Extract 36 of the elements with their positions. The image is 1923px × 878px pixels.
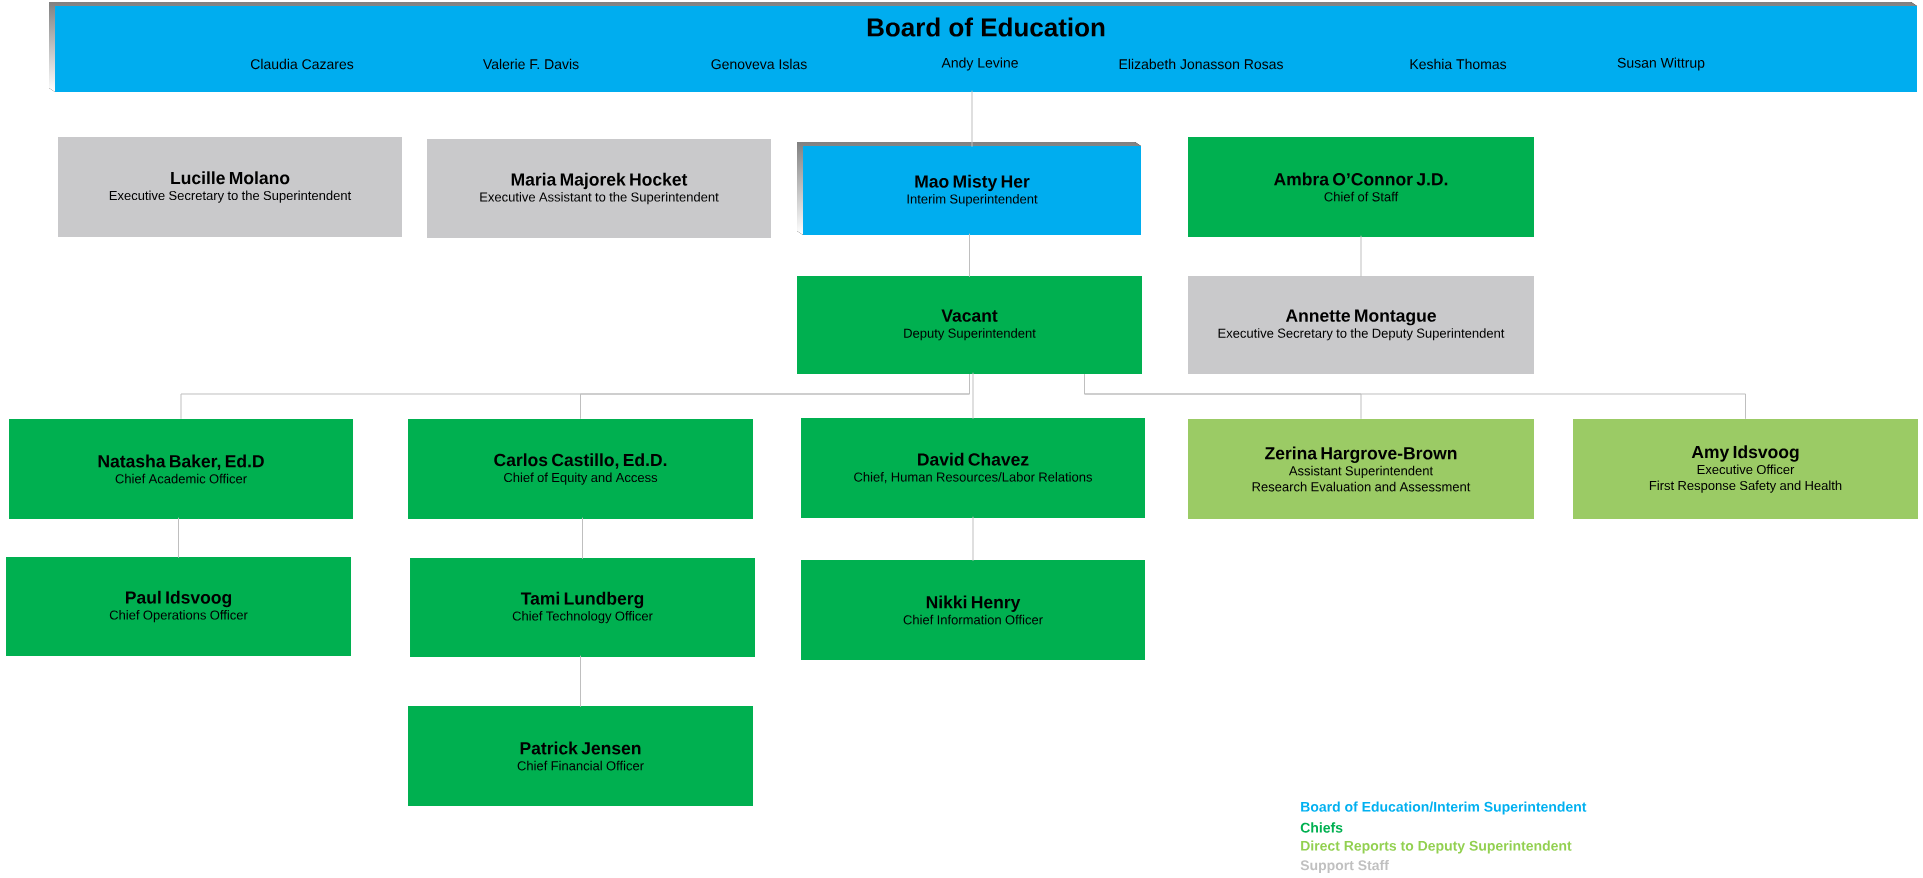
connector-line xyxy=(972,516,974,562)
chief-box: Ambra O’Connor J.D. Chief of Staff xyxy=(1188,137,1534,237)
staff-box: Maria Majorek Hocket Executive Assistant to the Superintendent xyxy=(427,139,771,238)
chief-box: Natasha Baker, Ed.D Chief Academic Officer xyxy=(9,419,353,519)
staff-box: Lucille Molano Executive Secretary to the Superintendent xyxy=(58,137,402,237)
legend-entry: Chiefs xyxy=(1300,822,1343,833)
member-name: Valerie F. Davis xyxy=(482,58,579,70)
legend-entry: Support Staff xyxy=(1300,859,1389,873)
legend-entry: Board of Education/Interim Superintendent xyxy=(1301,801,1587,815)
connector-line xyxy=(969,233,970,278)
superintendent-box: Mao Misty Her Interim Superintendent xyxy=(803,146,1141,235)
staff-box: Annette Montague Executive Secretary to the Deputy Superintendent xyxy=(1188,276,1534,374)
member-name: Claudia Cazares xyxy=(250,58,354,70)
member-name: Elizabeth Jonasson Rosas xyxy=(1119,58,1283,70)
chief-box: Nikki Henry Chief Information Officer xyxy=(801,560,1145,660)
chief-box: Tami Lundberg Chief Technology Officer xyxy=(410,558,755,657)
chief-box: Paul Idsvoog Chief Operations Officer xyxy=(6,557,351,656)
connector-line xyxy=(582,517,583,560)
connector-line xyxy=(1084,373,1746,420)
member-name: Andy Levine xyxy=(941,57,1018,71)
connector-line xyxy=(972,372,974,420)
legend-entry: Direct Reports to Deputy Superintendent xyxy=(1301,840,1572,854)
connector-line xyxy=(178,517,179,559)
member-name: Susan Wittrup xyxy=(1617,57,1705,71)
director-box: Zerina Hargrove-Brown Assistant Superintendent Research Evaluation and Assessment xyxy=(1188,419,1534,519)
chief-box: Vacant Deputy Superintendent xyxy=(797,276,1142,374)
chief-box: Carlos Castillo, Ed.D. Chief of Equity and Access xyxy=(408,419,753,519)
chief-box: David Chavez Chief, Human Resources/Labor Relations xyxy=(801,418,1145,518)
director-box: Amy Idsvoog Executive Officer First Response Safety and Health xyxy=(1573,419,1918,519)
member-name: Genoveva Islas xyxy=(711,58,807,70)
chief-box: Patrick Jensen Chief Financial Officer xyxy=(408,706,753,806)
connector-line xyxy=(971,90,973,148)
member-name: Keshia Thomas xyxy=(1410,58,1507,70)
connector-line xyxy=(580,373,970,420)
connector-line xyxy=(580,655,581,708)
connector-line xyxy=(1360,235,1362,278)
